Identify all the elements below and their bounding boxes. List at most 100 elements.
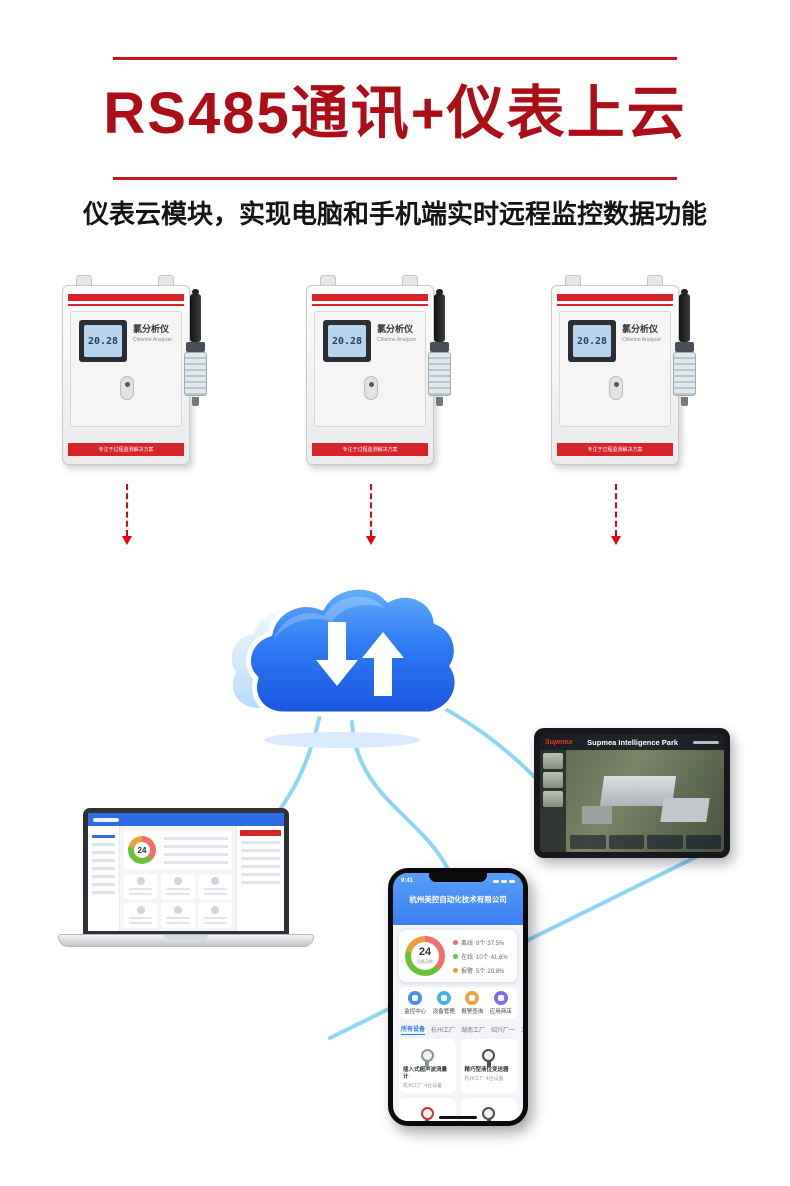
device-count-gauge: 24 设备总数	[405, 936, 445, 976]
analyzer-panel: 20.28 氯分析仪 Chlorine Analyzer	[559, 311, 671, 427]
down-arrow-1	[122, 484, 132, 545]
phone-factory-tabs: 所有设备 杭州工厂 湖南工厂 绍兴厂一 三墩工厂	[401, 1024, 523, 1035]
online-dot-icon	[453, 953, 458, 959]
laptop-app-header	[88, 813, 284, 826]
down-arrow-2	[366, 484, 376, 545]
footer-stripe: 专注于过程监测解决方案	[312, 443, 428, 456]
device-name-cn: 氯分析仪	[377, 324, 414, 334]
home-indicator[interactable]	[439, 1116, 477, 1119]
footer-stripe: 专注于过程监测解决方案	[68, 443, 184, 456]
phone-status-bar: 9:41	[393, 876, 523, 886]
top-divider	[113, 57, 677, 60]
chlorine-analyzer-1: 20.28 氯分析仪 Chlorine Analyzer 专注于过程监测解决方案	[62, 272, 212, 477]
flow-cell	[184, 352, 207, 406]
product-card-1[interactable]: 插入式超声波流量计 杭州工厂 4台设备	[399, 1039, 456, 1093]
flowmeter-icon	[420, 1107, 434, 1121]
building-block	[582, 806, 612, 824]
app-store-icon	[493, 991, 508, 1005]
laptop-device: 24	[58, 808, 314, 950]
tablet-bottom-panels	[570, 835, 721, 849]
tab-factory-3[interactable]: 绍兴厂一	[491, 1028, 516, 1034]
lcd-value: 20.28	[573, 325, 611, 357]
keyhole	[364, 376, 378, 400]
wifi-icon	[501, 879, 507, 883]
offline-dot-icon	[453, 939, 458, 945]
tab-factory-1[interactable]: 杭州工厂	[431, 1028, 456, 1034]
device-label: 氯分析仪 Chlorine Analyzer	[377, 322, 425, 343]
tablet-datetime	[693, 740, 719, 744]
laptop-device-grid	[124, 874, 232, 928]
gauge-legend: 离线 9个·37.5% 在线 10个·41.6% 报警 5个·20.8%	[453, 938, 511, 975]
menu-app-store[interactable]: 应用商店	[487, 991, 516, 1015]
alarm-query-icon	[465, 991, 480, 1005]
phone-screen: 9:41 杭州美控自动化技术有限公司 24 设备总数 离线 9个·37.	[393, 873, 523, 1121]
lcd-value: 20.28	[84, 325, 122, 357]
tab-factory-2[interactable]: 湖南工厂	[461, 1028, 486, 1034]
tab-all-devices[interactable]: 所有设备	[401, 1024, 426, 1035]
device-label: 氯分析仪 Chlorine Analyzer	[622, 322, 670, 343]
tab-factory-4[interactable]: 三墩工厂	[521, 1025, 523, 1034]
red-stripe	[68, 294, 184, 301]
laptop-screen: 24	[83, 808, 289, 936]
device-overview-card: 24 设备总数 离线 9个·37.5% 在线 10个·41.6%	[399, 930, 517, 982]
analyzer-enclosure: 20.28 氯分析仪 Chlorine Analyzer 专注于过程监测解决方案	[62, 285, 190, 465]
analyzer-enclosure: 20.28 氯分析仪 Chlorine Analyzer 专注于过程监测解决方案	[551, 285, 679, 465]
company-title: 杭州美控自动化技术有限公司	[409, 895, 507, 904]
red-line	[557, 304, 673, 306]
monitor-center-icon	[408, 991, 423, 1005]
bottom-divider	[113, 177, 677, 180]
tablet-title: Supmea Intelligence Park	[587, 737, 679, 747]
laptop-base	[58, 934, 314, 947]
device-label: 氯分析仪 Chlorine Analyzer	[133, 322, 181, 343]
menu-alarm-query[interactable]: 报警查询	[458, 991, 487, 1015]
gauge-value: 24	[418, 946, 432, 958]
laptop-stats-bars	[164, 832, 228, 869]
red-stripe	[312, 294, 428, 301]
tablet-header-bar: Supmea Supmea Intelligence Park	[540, 734, 724, 750]
footer-slogan: 专注于过程监测解决方案	[587, 447, 643, 453]
status-icons	[493, 879, 515, 883]
red-stripe	[557, 294, 673, 301]
laptop-sidebar	[88, 826, 120, 931]
laptop-gauge-value: 24	[137, 845, 147, 855]
menu-monitor-center[interactable]: 监控中心	[401, 991, 430, 1015]
antenna	[190, 289, 201, 342]
laptop-dashboard: 24	[120, 826, 236, 931]
product-card-3[interactable]: 智能涡街流量计 杭州工厂 4台设备	[399, 1097, 456, 1121]
lcd-display: 20.28	[323, 320, 371, 362]
tablet-screen: Supmea Supmea Intelligence Park	[540, 734, 724, 852]
laptop-logo	[93, 817, 119, 822]
device-manage-icon	[436, 991, 451, 1005]
phone-app-header: 9:41 杭州美控自动化技术有限公司	[393, 873, 523, 925]
lcd-display: 20.28	[79, 320, 127, 362]
legend-online: 在线 10个·41.6%	[453, 952, 511, 961]
pressure-transmitter-icon	[482, 1107, 496, 1121]
red-line	[312, 304, 428, 306]
status-time: 9:41	[401, 878, 414, 884]
analyzer-panel: 20.28 氯分析仪 Chlorine Analyzer	[314, 311, 426, 427]
phone-device: 9:41 杭州美控自动化技术有限公司 24 设备总数 离线 9个·37.	[388, 868, 528, 1126]
device-name-en: Chlorine Analyzer	[133, 337, 173, 343]
red-line	[68, 304, 184, 306]
menu-device-manage[interactable]: 设备管理	[430, 991, 459, 1015]
product-card-4[interactable]: 2088压力变送器 杭州工厂 4台设备	[460, 1097, 517, 1121]
page-title: RS485通讯+仪表上云	[103, 81, 687, 146]
antenna	[679, 289, 690, 342]
laptop-gauge: 24	[128, 836, 156, 864]
chlorine-analyzer-2: 20.28 氯分析仪 Chlorine Analyzer 专注于过程监测解决方案	[306, 272, 456, 477]
product-card-2[interactable]: 精巧型液位变送器 杭州工厂 4台设备	[460, 1039, 517, 1093]
keyhole	[609, 376, 623, 400]
sensor-fitting	[186, 342, 205, 352]
battery-icon	[509, 879, 515, 883]
flow-cell	[673, 352, 696, 406]
legend-offline: 离线 9个·37.5%	[453, 938, 511, 947]
analyzer-panel: 20.28 氯分析仪 Chlorine Analyzer	[70, 311, 182, 427]
antenna	[434, 289, 445, 342]
legend-alarm: 报警 5个·20.8%	[453, 966, 511, 975]
transmitter-icon	[482, 1048, 496, 1062]
device-name-en: Chlorine Analyzer	[377, 337, 417, 343]
phone-product-grid: 插入式超声波流量计 杭州工厂 4台设备 精巧型液位变送器 杭州工厂 4台设备 智…	[399, 1039, 517, 1121]
footer-slogan: 专注于过程监测解决方案	[98, 447, 154, 453]
tablet-brand-logo: Supmea	[545, 738, 573, 746]
